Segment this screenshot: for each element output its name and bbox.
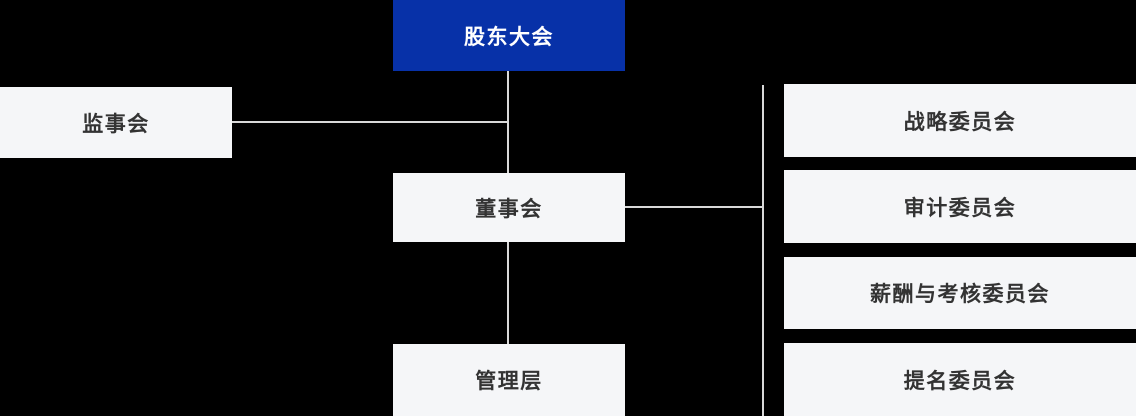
connector-board-to-management [507,242,509,344]
connector-committee-spine [762,85,764,416]
connector-shareholders-to-board [507,71,509,173]
node-supervisory-board: 监事会 [0,87,232,158]
node-compensation-assessment-committee: 薪酬与考核委员会 [784,257,1136,329]
node-management: 管理层 [393,344,625,416]
node-nomination-committee-label: 提名委员会 [903,369,1017,393]
node-shareholders-meeting-label: 股东大会 [464,25,554,49]
node-board-of-directors-label: 董事会 [475,197,543,221]
node-audit-committee-label: 审计委员会 [903,196,1017,220]
connector-supervisors-to-spine [232,121,508,123]
connector-board-to-committees [625,206,763,208]
node-shareholders-meeting: 股东大会 [393,0,625,71]
node-nomination-committee: 提名委员会 [784,343,1136,416]
node-management-label: 管理层 [475,370,543,393]
node-strategy-committee-label: 战略委员会 [903,110,1017,134]
node-strategy-committee: 战略委员会 [784,84,1136,157]
node-board-of-directors: 董事会 [393,173,625,242]
node-supervisory-board-label: 监事会 [82,112,150,136]
node-compensation-assessment-committee-label: 薪酬与考核委员会 [870,283,1050,306]
node-audit-committee: 审计委员会 [784,170,1136,243]
